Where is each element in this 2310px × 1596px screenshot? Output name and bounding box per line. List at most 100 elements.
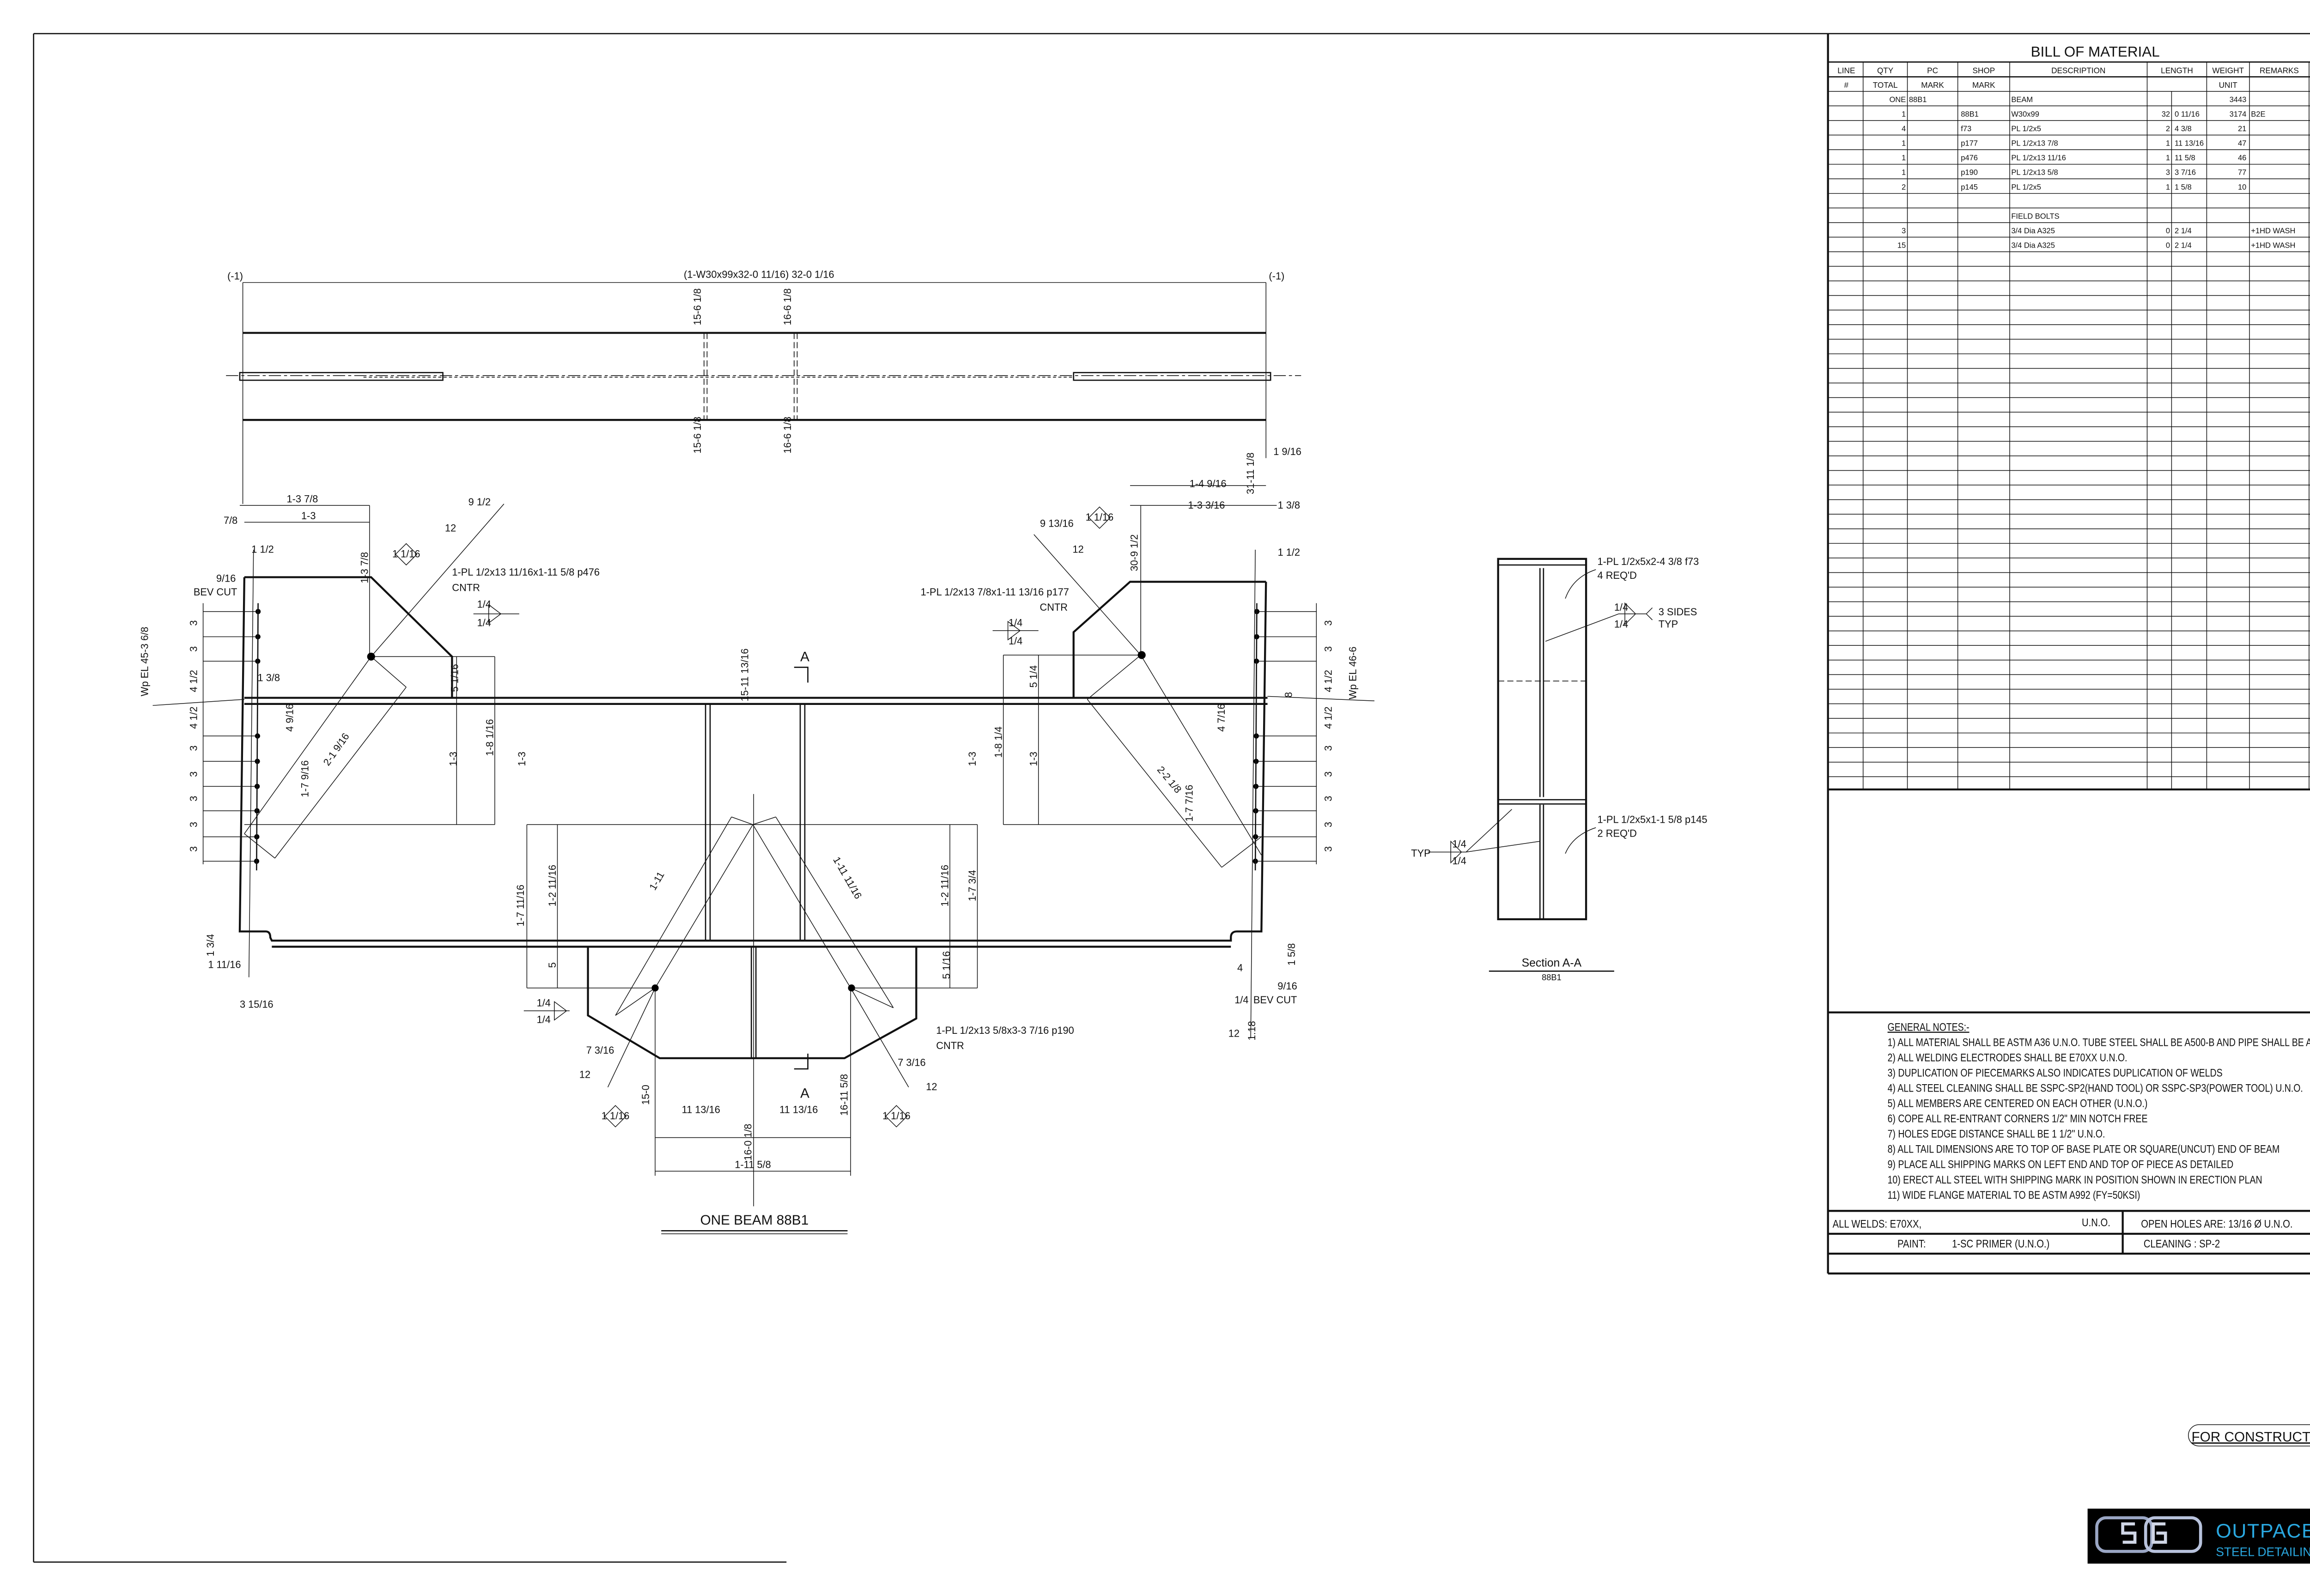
- dim-label-r-1-9-16: 1 9/16: [1273, 446, 1301, 457]
- section-title: Section A-A: [1522, 957, 1582, 969]
- bom-cell-ft: 2: [2166, 124, 2170, 133]
- dim-label-r-plate: 1-PL 1/2x13 7/8x1-11 13/16 p177: [921, 586, 1069, 598]
- dim-label-l-1-1-2: 1 1/2: [251, 544, 274, 555]
- dim-label-rc1: 3: [1322, 620, 1334, 626]
- bom-cell-desc: PL 1/2x5: [2011, 182, 2041, 191]
- bom-header-cell: MARK: [1921, 80, 1944, 90]
- dim-label-l-1-3-8: 1 3/8: [258, 672, 280, 683]
- plate-p476: [244, 576, 453, 698]
- dim-label-c-5: 5: [547, 962, 558, 968]
- plate-p190: [587, 947, 918, 1059]
- dim-label-br-12: 12: [1228, 1027, 1240, 1039]
- bom-cell-in: 2 1/4: [2175, 226, 2192, 235]
- bom-header-cell: REMARKS: [2260, 66, 2299, 75]
- bom-cell-ft: 3: [2166, 168, 2170, 177]
- bom-cell-qty: 3: [1902, 226, 1906, 235]
- dim-label-l-hole: 1 1/16: [392, 548, 420, 560]
- bom-cell-ft: 32: [2162, 109, 2170, 118]
- dim-label-lc6: 3: [188, 771, 199, 777]
- all-welds-uno: U.N.O.: [2082, 1216, 2110, 1229]
- bom-cell-weight: 21: [2238, 124, 2246, 133]
- dim-label-c-1-7-3-4: 1-7 3/4: [967, 870, 978, 901]
- bom-cell-qty: 1: [1902, 109, 1906, 118]
- dim-label-c-1-11-5-8: 1-11 5/8: [735, 1159, 771, 1171]
- dim-label-r-hole: 1 1/16: [1086, 511, 1114, 523]
- dim-label-r-1-1-2: 1 1/2: [1278, 546, 1300, 558]
- logo-tagline: STEEL DETAILING: [2216, 1545, 2310, 1559]
- section-weld-a: 1/4: [1614, 601, 1628, 613]
- dim-label-l-4-9-16: 4 9/16: [284, 704, 296, 732]
- dim-label-c-hole-l: 1 1/16: [602, 1110, 630, 1122]
- dim-label-r-slope-run: 9 13/16: [1040, 517, 1074, 529]
- title-block-frame: [1827, 33, 2310, 1274]
- page-frame: [33, 33, 2310, 1563]
- dim-label-c-slope-rise-l: 12: [579, 1069, 590, 1080]
- bom-cell-weight: 10: [2238, 182, 2246, 191]
- dim-label-r-5-1-4: 5 1/4: [1027, 665, 1039, 687]
- bom-cell-in: 11 13/16: [2175, 139, 2204, 148]
- bom-header-cell: PC: [1927, 66, 1938, 75]
- dim-label-c-15-11: 15-11 13/16: [739, 649, 751, 702]
- bom-cell-weight: 3174: [2230, 109, 2247, 118]
- section-plate-bot-label: 1-PL 1/2x5x1-1 5/8 p145: [1598, 814, 1708, 825]
- bill-of-material: BILL OF MATERIAL LINE#QTYTOTALPCMARKSHOP…: [1828, 43, 2310, 789]
- dim-label-l-bev: BEV CUT: [194, 586, 237, 598]
- dim-label-rc6: 3: [1322, 771, 1334, 777]
- bom-cell-in: 3 7/16: [2175, 168, 2196, 177]
- bom-cell-remarks: B2E: [2251, 109, 2265, 118]
- bolt-holes: [203, 603, 1317, 871]
- general-notes: GENERAL NOTES:- 1) ALL MATERIAL SHALL BE…: [1888, 1020, 2310, 1201]
- dim-label-l-v-1-3-7-8: 1-3 7/8: [359, 552, 371, 583]
- general-note: 2) ALL WELDING ELECTRODES SHALL BE E70XX…: [1888, 1051, 2128, 1063]
- bom-cell-ft: 0: [2166, 241, 2170, 250]
- bom-cell-pc: 88B1: [1909, 95, 1927, 104]
- dim-label-r-v13a: 1-3: [967, 752, 978, 766]
- bom-cell-desc: PL 1/2x13 5/8: [2011, 168, 2058, 177]
- dim-label-c-diag-l: 1-11: [647, 869, 667, 892]
- bom-cell-shop: p177: [1961, 139, 1978, 148]
- general-note: 6) COPE ALL RE-ENTRANT CORNERS 1/2" MIN …: [1888, 1112, 2148, 1125]
- bom-header-cell: #: [1844, 80, 1849, 90]
- beam-plan-view: [226, 282, 1301, 504]
- dim-label-rc9: 3: [1322, 846, 1334, 852]
- bom-cell-in: 0 11/16: [2175, 109, 2200, 118]
- dim-label-rc5: 3: [1322, 746, 1334, 751]
- dim-label-bl-1-11-16: 1 11/16: [208, 959, 241, 971]
- bom-cell-desc: W30x99: [2011, 109, 2039, 118]
- general-note: 3) DUPLICATION OF PIECEMARKS ALSO INDICA…: [1888, 1067, 2223, 1079]
- dim-label-bl-1-3-4: 1 3/4: [205, 934, 216, 956]
- bom-cell-desc: PL 1/2x13 7/8: [2011, 139, 2058, 148]
- dim-label-c-slope-run-l: 7 3/16: [586, 1044, 614, 1056]
- bom-header-cell: UNIT: [2219, 80, 2238, 90]
- bom-cell-shop: f73: [1961, 124, 1971, 133]
- dim-label-r-cntr: CNTR: [1040, 601, 1068, 613]
- dim-label-lc1: 3: [188, 620, 199, 626]
- dim-label-c-cntr: CNTR: [936, 1040, 964, 1051]
- bom-cell-shop: p190: [1961, 168, 1978, 177]
- dim-label-l-7-8: 7/8: [224, 515, 237, 526]
- bom-header-cell: MARK: [1972, 80, 1995, 90]
- dim-label-end-l: (-1): [227, 270, 243, 282]
- bom-cell-weight: 47: [2238, 139, 2246, 148]
- bom-cell-shop: 88B1: [1961, 109, 1979, 118]
- bom-cell-qty: 15: [1897, 241, 1906, 250]
- bom-header-cell: WEIGHT: [2212, 66, 2244, 75]
- dim-label-sec-a-bot: A: [800, 1086, 809, 1101]
- dim-label-rc4: 4 1/2: [1322, 706, 1334, 728]
- dim-label-c-plate: 1-PL 1/2x13 5/8x3-3 7/16 p190: [936, 1025, 1074, 1036]
- dim-label-top-overall: (1-W30x99x32-0 11/16) 32-0 1/16: [684, 269, 834, 280]
- bom-header-cell: LENGTH: [2161, 66, 2193, 75]
- bom-cell-qty: 2: [1902, 182, 1906, 191]
- dim-label-l-cntr: CNTR: [452, 582, 480, 593]
- bom-cell-desc: 3/4 Dia A325: [2011, 226, 2055, 235]
- dim-label-l-plate: 1-PL 1/2x13 11/16x1-11 5/8 p476: [452, 566, 600, 578]
- dim-label-r-v13b: 1-3: [1027, 752, 1039, 766]
